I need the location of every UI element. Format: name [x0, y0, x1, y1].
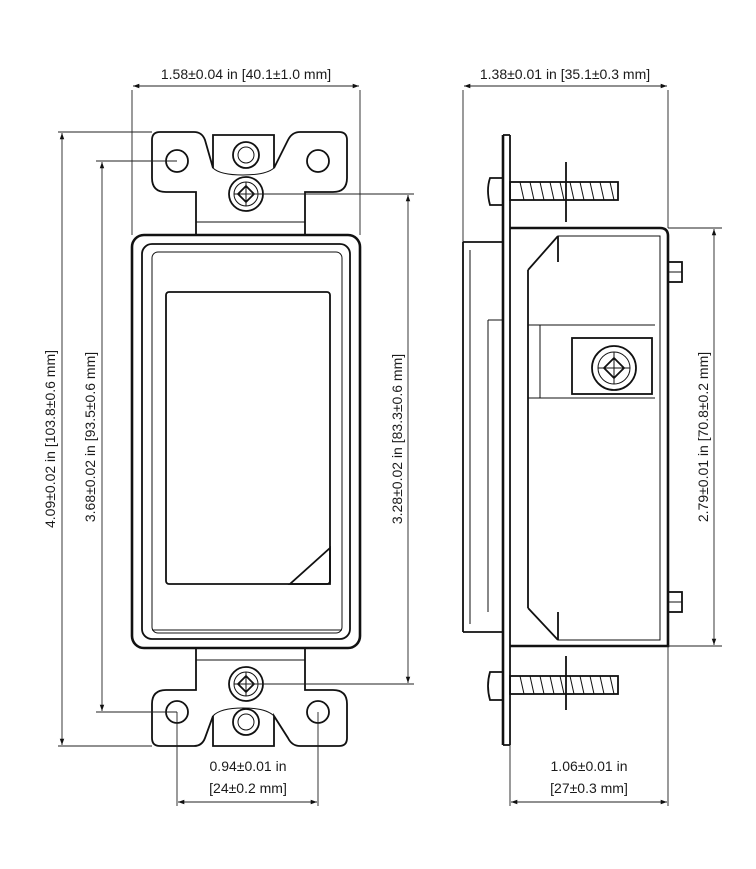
- label-screw-spacing: 3.28±0.02 in [83.3±0.6 mm]: [389, 354, 405, 524]
- mounting-hole-top-right: [306, 149, 330, 173]
- label-hole-spacing: 3.68±0.02 in [93.5±0.6 mm]: [82, 352, 98, 522]
- side-screw-top: [487, 162, 619, 222]
- front-view: [130, 131, 362, 747]
- side-view: [462, 134, 683, 746]
- dim-front-width: 1.58±0.04 in [40.1±1.0 mm]: [131, 66, 361, 235]
- label-front-width: 1.58±0.04 in [40.1±1.0 mm]: [161, 66, 331, 82]
- yoke-hole-top: [232, 141, 260, 169]
- label-body-depth-mm: [27±0.3 mm]: [550, 780, 628, 796]
- label-body-depth-in: 1.06±0.01 in: [551, 758, 628, 774]
- dim-screw-spacing: 3.28±0.02 in [83.3±0.6 mm]: [246, 193, 414, 685]
- dim-overall-height: 4.09±0.02 in [103.8±0.6 mm]: [42, 131, 152, 747]
- side-screw-bottom: [487, 656, 619, 710]
- side-face: [462, 241, 503, 633]
- dim-side-depth: 1.38±0.01 in [35.1±0.3 mm]: [462, 66, 669, 242]
- label-body-height: 2.79±0.01 in [70.8±0.2 mm]: [695, 352, 711, 522]
- label-bottom-hole-width-in: 0.94±0.01 in: [210, 758, 287, 774]
- terminal-screw: [571, 337, 653, 395]
- label-overall-height: 4.09±0.02 in [103.8±0.6 mm]: [42, 350, 58, 528]
- dim-hole-spacing: 3.68±0.02 in [93.5±0.6 mm]: [82, 160, 177, 713]
- yoke-hole-bottom: [232, 708, 260, 736]
- label-side-depth: 1.38±0.01 in [35.1±0.3 mm]: [480, 66, 650, 82]
- front-body: [130, 233, 362, 650]
- dim-body-height: 2.79±0.01 in [70.8±0.2 mm]: [668, 227, 722, 647]
- rocker-paddle: [165, 291, 331, 585]
- rocker-indicator: [287, 545, 331, 585]
- side-housing: [510, 226, 683, 648]
- label-bottom-hole-width-mm: [24±0.2 mm]: [209, 780, 287, 796]
- dim-body-depth: 1.06±0.01 in [27±0.3 mm]: [509, 646, 669, 806]
- dim-bottom-hole-width: 0.94±0.01 in [24±0.2 mm]: [176, 712, 319, 806]
- front-top-yoke: [151, 131, 348, 236]
